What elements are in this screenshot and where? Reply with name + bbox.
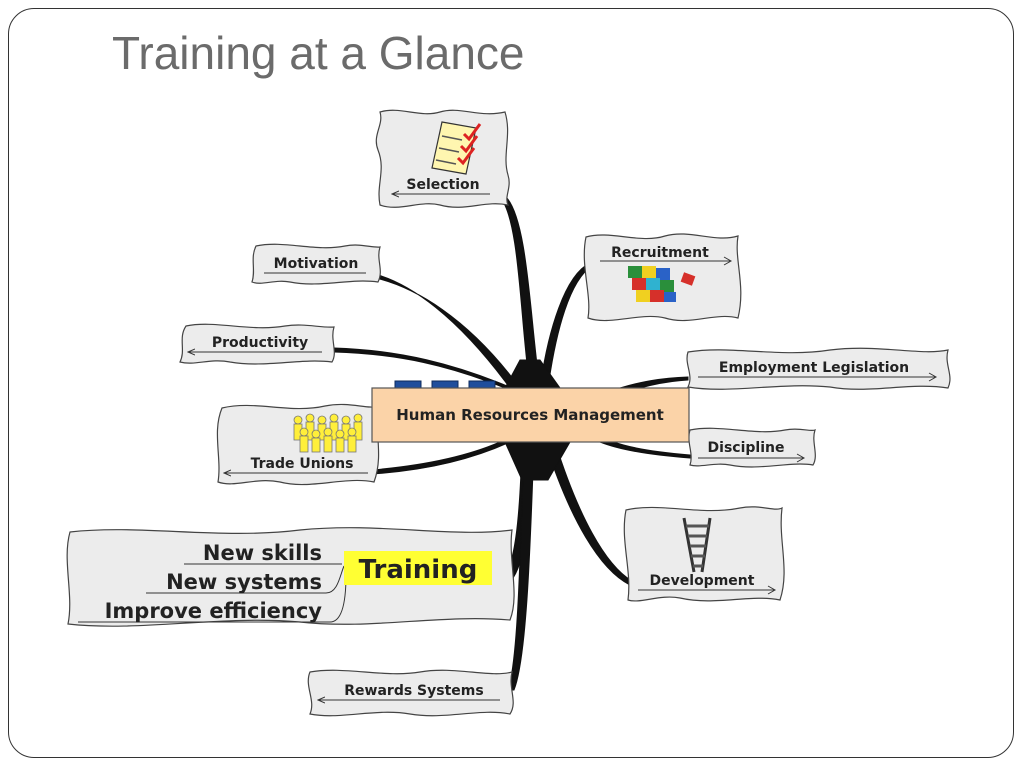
puzzle-icon: [628, 266, 696, 302]
training-item-2: New systems: [166, 570, 322, 594]
label-training: Training: [359, 555, 478, 585]
slide-title: Training at a Glance: [112, 27, 525, 79]
label-trade-unions: Trade Unions: [251, 456, 354, 472]
label-motivation: Motivation: [274, 256, 359, 272]
label-development: Development: [650, 573, 755, 589]
label-selection: Selection: [406, 177, 479, 193]
center-node: Human Resources Management: [371, 380, 690, 443]
center-label: Human Resources Management: [396, 406, 664, 424]
bubble-rewards: [307, 669, 514, 717]
bubble-discipline: [688, 427, 816, 468]
training-item-1: New skills: [203, 541, 322, 565]
bubble-productivity: [179, 323, 335, 365]
checklist-icon: [431, 121, 482, 175]
branch-connectors: [333, 196, 691, 691]
crowd-icon: [293, 413, 363, 453]
bubble-motivation: [251, 243, 381, 285]
label-underlines: [78, 194, 938, 700]
bubble-employment: [686, 347, 951, 390]
connector-motivation: [365, 271, 521, 389]
label-discipline: Discipline: [708, 440, 785, 456]
connector-recruitment: [539, 262, 593, 389]
training-node: Training: [344, 551, 492, 585]
training-highlight: [344, 551, 492, 585]
connector-employment: [619, 376, 689, 389]
center-box: [371, 387, 690, 443]
connector-discipline: [599, 441, 691, 459]
label-productivity: Productivity: [212, 335, 308, 351]
label-rewards: Rewards Systems: [344, 683, 483, 699]
ladder-icon: [682, 517, 712, 573]
connector-trade-unions: [371, 441, 511, 475]
connector-selection: [498, 196, 541, 389]
label-recruitment: Recruitment: [611, 245, 709, 261]
label-employment: Employment Legislation: [719, 360, 909, 376]
training-item-3: Improve efficiency: [105, 599, 323, 623]
